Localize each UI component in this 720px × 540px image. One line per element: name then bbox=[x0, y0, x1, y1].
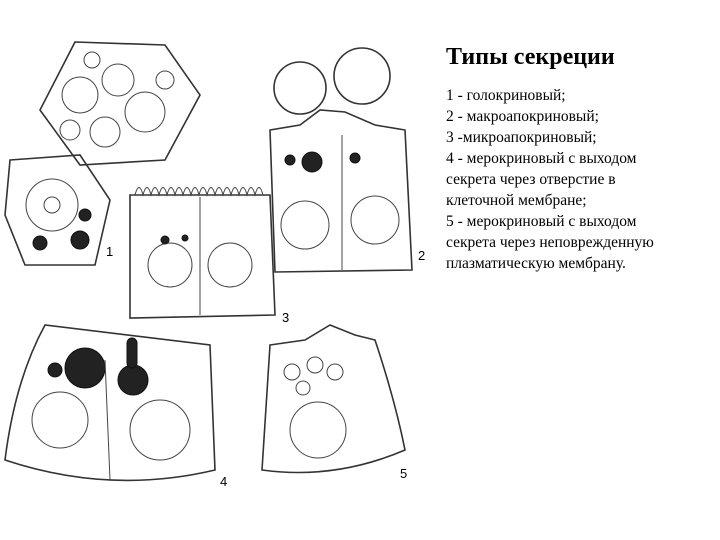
legend-list: 1 - голокриновый; 2 - макроапокриновый; … bbox=[446, 85, 718, 274]
label-type-3: 3 bbox=[282, 310, 289, 325]
panel-holocrine bbox=[5, 42, 200, 265]
label-type-4: 4 bbox=[220, 474, 227, 489]
legend-item-holocrine: 1 - голокриновый; bbox=[446, 85, 718, 106]
label-type-5: 5 bbox=[400, 466, 407, 481]
panel-merocrine-intact bbox=[262, 325, 405, 473]
slide-title: Типы секреции bbox=[446, 44, 615, 71]
label-type-2: 2 bbox=[418, 248, 425, 263]
panel-microapocrine bbox=[130, 188, 275, 319]
legend-item-merocrine-intact: 5 - мерокриновый с выходом секрета через… bbox=[446, 211, 718, 274]
panel-merocrine-opening bbox=[5, 325, 215, 480]
legend-item-merocrine-opening: 4 - мерокриновый с выходом секрета через… bbox=[446, 148, 718, 211]
panel-macroapocrine bbox=[270, 48, 412, 272]
label-type-1: 1 bbox=[106, 244, 113, 259]
legend-item-microapocrine: 3 -микроапокриновый; bbox=[446, 127, 718, 148]
legend-item-macroapocrine: 2 - макроапокриновый; bbox=[446, 106, 718, 127]
